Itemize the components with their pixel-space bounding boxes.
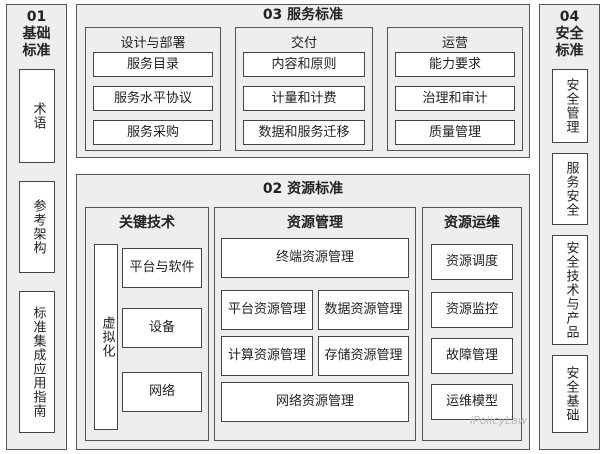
watermark-text: iPolicyLaw — [470, 414, 527, 427]
security-tech-products-box: 安全技术与产品 — [552, 235, 588, 345]
delivery-title: 交付 — [290, 36, 317, 51]
sla-box: 服务水平协议 — [93, 86, 213, 111]
security-management-label: 安全管理 — [563, 78, 579, 134]
service-catalog-box: 服务目录 — [93, 52, 213, 77]
service-procurement-box: 服务采购 — [93, 120, 213, 145]
equipment-box: 设备 — [122, 308, 202, 348]
platform-resource-mgmt-box: 平台资源管理 — [221, 290, 313, 330]
security-tech-products-label: 安全技术与产品 — [563, 241, 579, 339]
network-resource-mgmt-box: 网络资源管理 — [221, 382, 409, 422]
service-standards-panel: 03 服务标准 设计与部署 服务目录 服务水平协议 服务采购 交付 内容和原则 … — [76, 4, 530, 158]
content-principles-box: 内容和原则 — [243, 52, 365, 77]
fault-management-box: 故障管理 — [431, 338, 513, 374]
service-security-box: 服务安全 — [552, 153, 588, 225]
compute-resource-mgmt-box: 计算资源管理 — [221, 336, 313, 376]
integration-guide-label: 标准集成应用指南 — [30, 306, 46, 418]
terminology-label: 术语 — [30, 102, 46, 130]
basic-standards-panel: 01 基础 标准 术语 参考架构 标准集成应用指南 — [6, 4, 67, 450]
governance-audit-box: 治理和审计 — [395, 86, 515, 111]
resource-monitoring-box: 资源监控 — [431, 292, 513, 328]
virtualization-box: 虚拟化 — [94, 244, 118, 430]
resource-management-group: 资源管理 终端资源管理 平台资源管理 数据资源管理 计算资源管理 存储资源管理 … — [214, 207, 416, 441]
operation-group: 运营 能力要求 治理和审计 质量管理 — [387, 27, 523, 151]
service-security-label: 服务安全 — [563, 161, 579, 217]
operation-title: 运营 — [441, 36, 468, 51]
design-deploy-group: 设计与部署 服务目录 服务水平协议 服务采购 — [85, 27, 221, 151]
integration-guide-box: 标准集成应用指南 — [19, 291, 55, 433]
key-tech-group: 关键技术 虚拟化 平台与软件 设备 网络 — [85, 207, 209, 441]
security-management-box: 安全管理 — [552, 69, 588, 143]
capability-requirements-box: 能力要求 — [395, 52, 515, 77]
security-standards-panel: 04 安全 标准 安全管理 服务安全 安全技术与产品 安全基础 — [539, 4, 600, 450]
resource-standards-panel: 02 资源标准 关键技术 虚拟化 平台与软件 设备 网络 资源管理 终端资源管理… — [76, 174, 530, 450]
ops-model-box: 运维模型 — [431, 384, 513, 420]
delivery-group: 交付 内容和原则 计量和计费 数据和服务迁移 — [235, 27, 373, 151]
resource-operations-title: 资源运维 — [444, 215, 500, 231]
metering-billing-box: 计量和计费 — [243, 86, 365, 111]
service-standards-title: 03 服务标准 — [262, 7, 344, 23]
resource-operations-group: 资源运维 资源调度 资源监控 故障管理 运维模型 — [422, 207, 522, 441]
resource-standards-title: 02 资源标准 — [262, 181, 344, 197]
reference-architecture-box: 参考架构 — [19, 181, 55, 273]
data-migration-box: 数据和服务迁移 — [243, 120, 365, 145]
security-standards-title: 04 安全 标准 — [555, 9, 584, 59]
network-box: 网络 — [122, 372, 202, 412]
design-deploy-title: 设计与部署 — [120, 36, 186, 51]
platform-software-box: 平台与软件 — [122, 248, 202, 288]
terminology-box: 术语 — [19, 69, 55, 163]
key-tech-title: 关键技术 — [119, 215, 175, 231]
resource-scheduling-box: 资源调度 — [431, 244, 513, 280]
terminal-resource-mgmt-box: 终端资源管理 — [221, 238, 409, 278]
virtualization-label: 虚拟化 — [99, 316, 115, 358]
reference-architecture-label: 参考架构 — [30, 199, 46, 255]
basic-standards-title: 01 基础 标准 — [22, 9, 51, 59]
quality-management-box: 质量管理 — [395, 120, 515, 145]
security-basics-label: 安全基础 — [563, 366, 579, 422]
resource-management-title: 资源管理 — [287, 215, 343, 231]
data-resource-mgmt-box: 数据资源管理 — [318, 290, 409, 330]
security-basics-box: 安全基础 — [552, 355, 588, 433]
storage-resource-mgmt-box: 存储资源管理 — [318, 336, 409, 376]
